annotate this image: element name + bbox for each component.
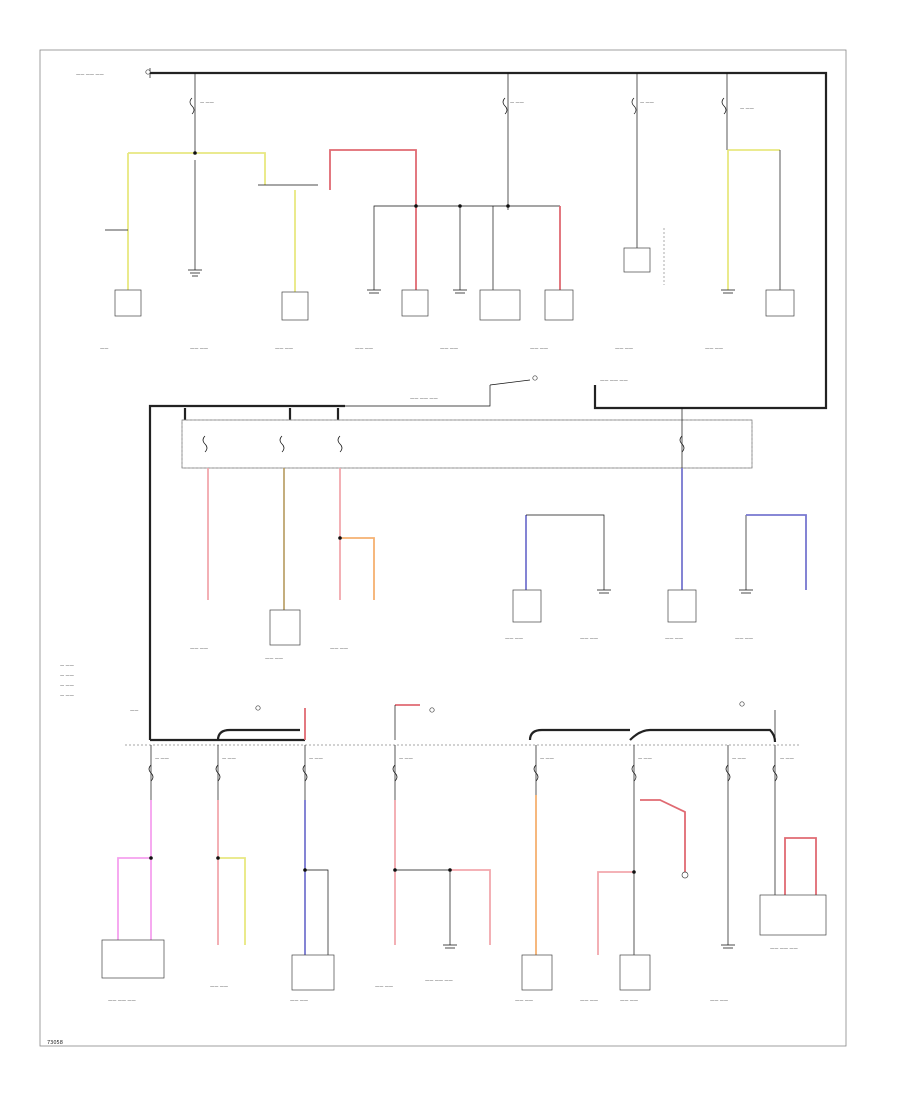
- svg-text:—— ——: —— ——: [580, 636, 598, 641]
- svg-text:——: ——: [130, 708, 138, 713]
- fuse-icon: [721, 97, 727, 115]
- svg-text:—— ——: —— ——: [440, 346, 458, 351]
- ground-icon: [453, 289, 467, 294]
- fuse-icon: [189, 97, 195, 115]
- top-section: —— —— —— — —— — —— — —— — —— —— —— —— ——…: [76, 68, 828, 410]
- svg-text:—— —— ——: —— —— ——: [425, 978, 453, 983]
- ground-icon: [721, 289, 735, 294]
- connector: [512, 589, 542, 623]
- connector: [623, 247, 651, 273]
- ground-icon: [443, 944, 457, 949]
- middle-splice-icon: [532, 375, 538, 381]
- svg-text:—— —— ——: —— —— ——: [770, 946, 798, 951]
- svg-text:—— ——: —— ——: [735, 636, 753, 641]
- svg-text:—— ——: —— ——: [190, 346, 208, 351]
- ground-icon: [739, 589, 753, 594]
- svg-text:— ——: — ——: [155, 756, 169, 761]
- middle-section: — —— — —— — —— — —— —— —— —— —— —— —— ——…: [60, 375, 807, 740]
- connector: [521, 954, 553, 991]
- connector: [114, 289, 142, 317]
- connector: [479, 289, 521, 321]
- fuse-box: [181, 419, 753, 469]
- svg-text:—— ——: —— ——: [615, 346, 633, 351]
- svg-text:—— ——: —— ——: [515, 998, 533, 1003]
- top-power-bus: [150, 71, 828, 410]
- svg-text:—— ——: —— ——: [505, 636, 523, 641]
- svg-text:— ——: — ——: [740, 106, 754, 111]
- middle-power-bus: [148, 404, 345, 740]
- svg-text:——: ——: [100, 346, 108, 351]
- svg-text:—— ——: —— ——: [620, 998, 638, 1003]
- ground-icon: [367, 289, 381, 294]
- svg-text:—— ——: —— ——: [530, 346, 548, 351]
- figure-id: 73058: [47, 1040, 63, 1046]
- svg-text:—— ——: —— ——: [190, 646, 208, 651]
- connector: [765, 289, 795, 317]
- connector: [759, 894, 827, 936]
- svg-text:—— ——: —— ——: [275, 346, 293, 351]
- fuse-icon: [337, 435, 343, 453]
- connector: [291, 954, 335, 991]
- svg-text:—— ——: —— ——: [705, 346, 723, 351]
- svg-text:— ——: — ——: [200, 100, 214, 105]
- diagram-frame: [39, 49, 847, 1047]
- connector: [667, 589, 697, 623]
- svg-text:— ——: — ——: [309, 756, 323, 761]
- legend-marks: — ——: [60, 663, 74, 668]
- svg-text:—— ——: —— ——: [355, 346, 373, 351]
- svg-text:— ——: — ——: [60, 693, 74, 698]
- svg-text:— ——: — ——: [222, 756, 236, 761]
- fuse-icon: [202, 435, 208, 453]
- svg-text:—— ——: —— ——: [290, 998, 308, 1003]
- connector: [101, 939, 165, 979]
- svg-text:— ——: — ——: [732, 756, 746, 761]
- ground-icon: [721, 944, 735, 949]
- svg-text:—— ——: —— ——: [580, 998, 598, 1003]
- svg-text:—— —— ——: —— —— ——: [410, 396, 438, 401]
- connector: [281, 291, 309, 321]
- svg-text:—— —— ——: —— —— ——: [76, 72, 104, 77]
- connector: [544, 289, 574, 321]
- svg-text:— ——: — ——: [780, 756, 794, 761]
- fuse-icon: [631, 97, 637, 115]
- connector: [619, 954, 651, 991]
- ground-icon: [188, 269, 202, 277]
- svg-text:— ——: — ——: [399, 756, 413, 761]
- svg-text:—— —— ——: —— —— ——: [600, 378, 628, 383]
- connector: [269, 609, 301, 646]
- fuse-icon: [502, 97, 508, 115]
- connector-pin-icon: [681, 871, 689, 879]
- svg-text:— ——: — ——: [540, 756, 554, 761]
- bottom-section: —— — —— — —— — —— — —— — —— — —— — —— — …: [101, 701, 827, 1003]
- svg-text:—— ——: —— ——: [330, 646, 348, 651]
- svg-text:— ——: — ——: [638, 756, 652, 761]
- svg-text:—— —— ——: —— —— ——: [108, 998, 136, 1003]
- bottom-splice-icon: [429, 707, 435, 713]
- connector: [401, 289, 429, 317]
- fuse-icon: [279, 435, 285, 453]
- ground-icon: [597, 589, 611, 594]
- svg-text:—— ——: —— ——: [210, 984, 228, 989]
- fuse-box-border: [181, 419, 753, 469]
- svg-text:— ——: — ——: [60, 673, 74, 678]
- svg-text:—— ——: —— ——: [665, 636, 683, 641]
- svg-text:— ——: — ——: [60, 683, 74, 688]
- svg-text:— ——: — ——: [640, 100, 654, 105]
- svg-text:—— ——: —— ——: [710, 998, 728, 1003]
- top-splice-icon: [145, 69, 151, 75]
- svg-text:— ——: — ——: [510, 100, 524, 105]
- svg-text:—— ——: —— ——: [265, 656, 283, 661]
- svg-text:—— ——: —— ——: [375, 984, 393, 989]
